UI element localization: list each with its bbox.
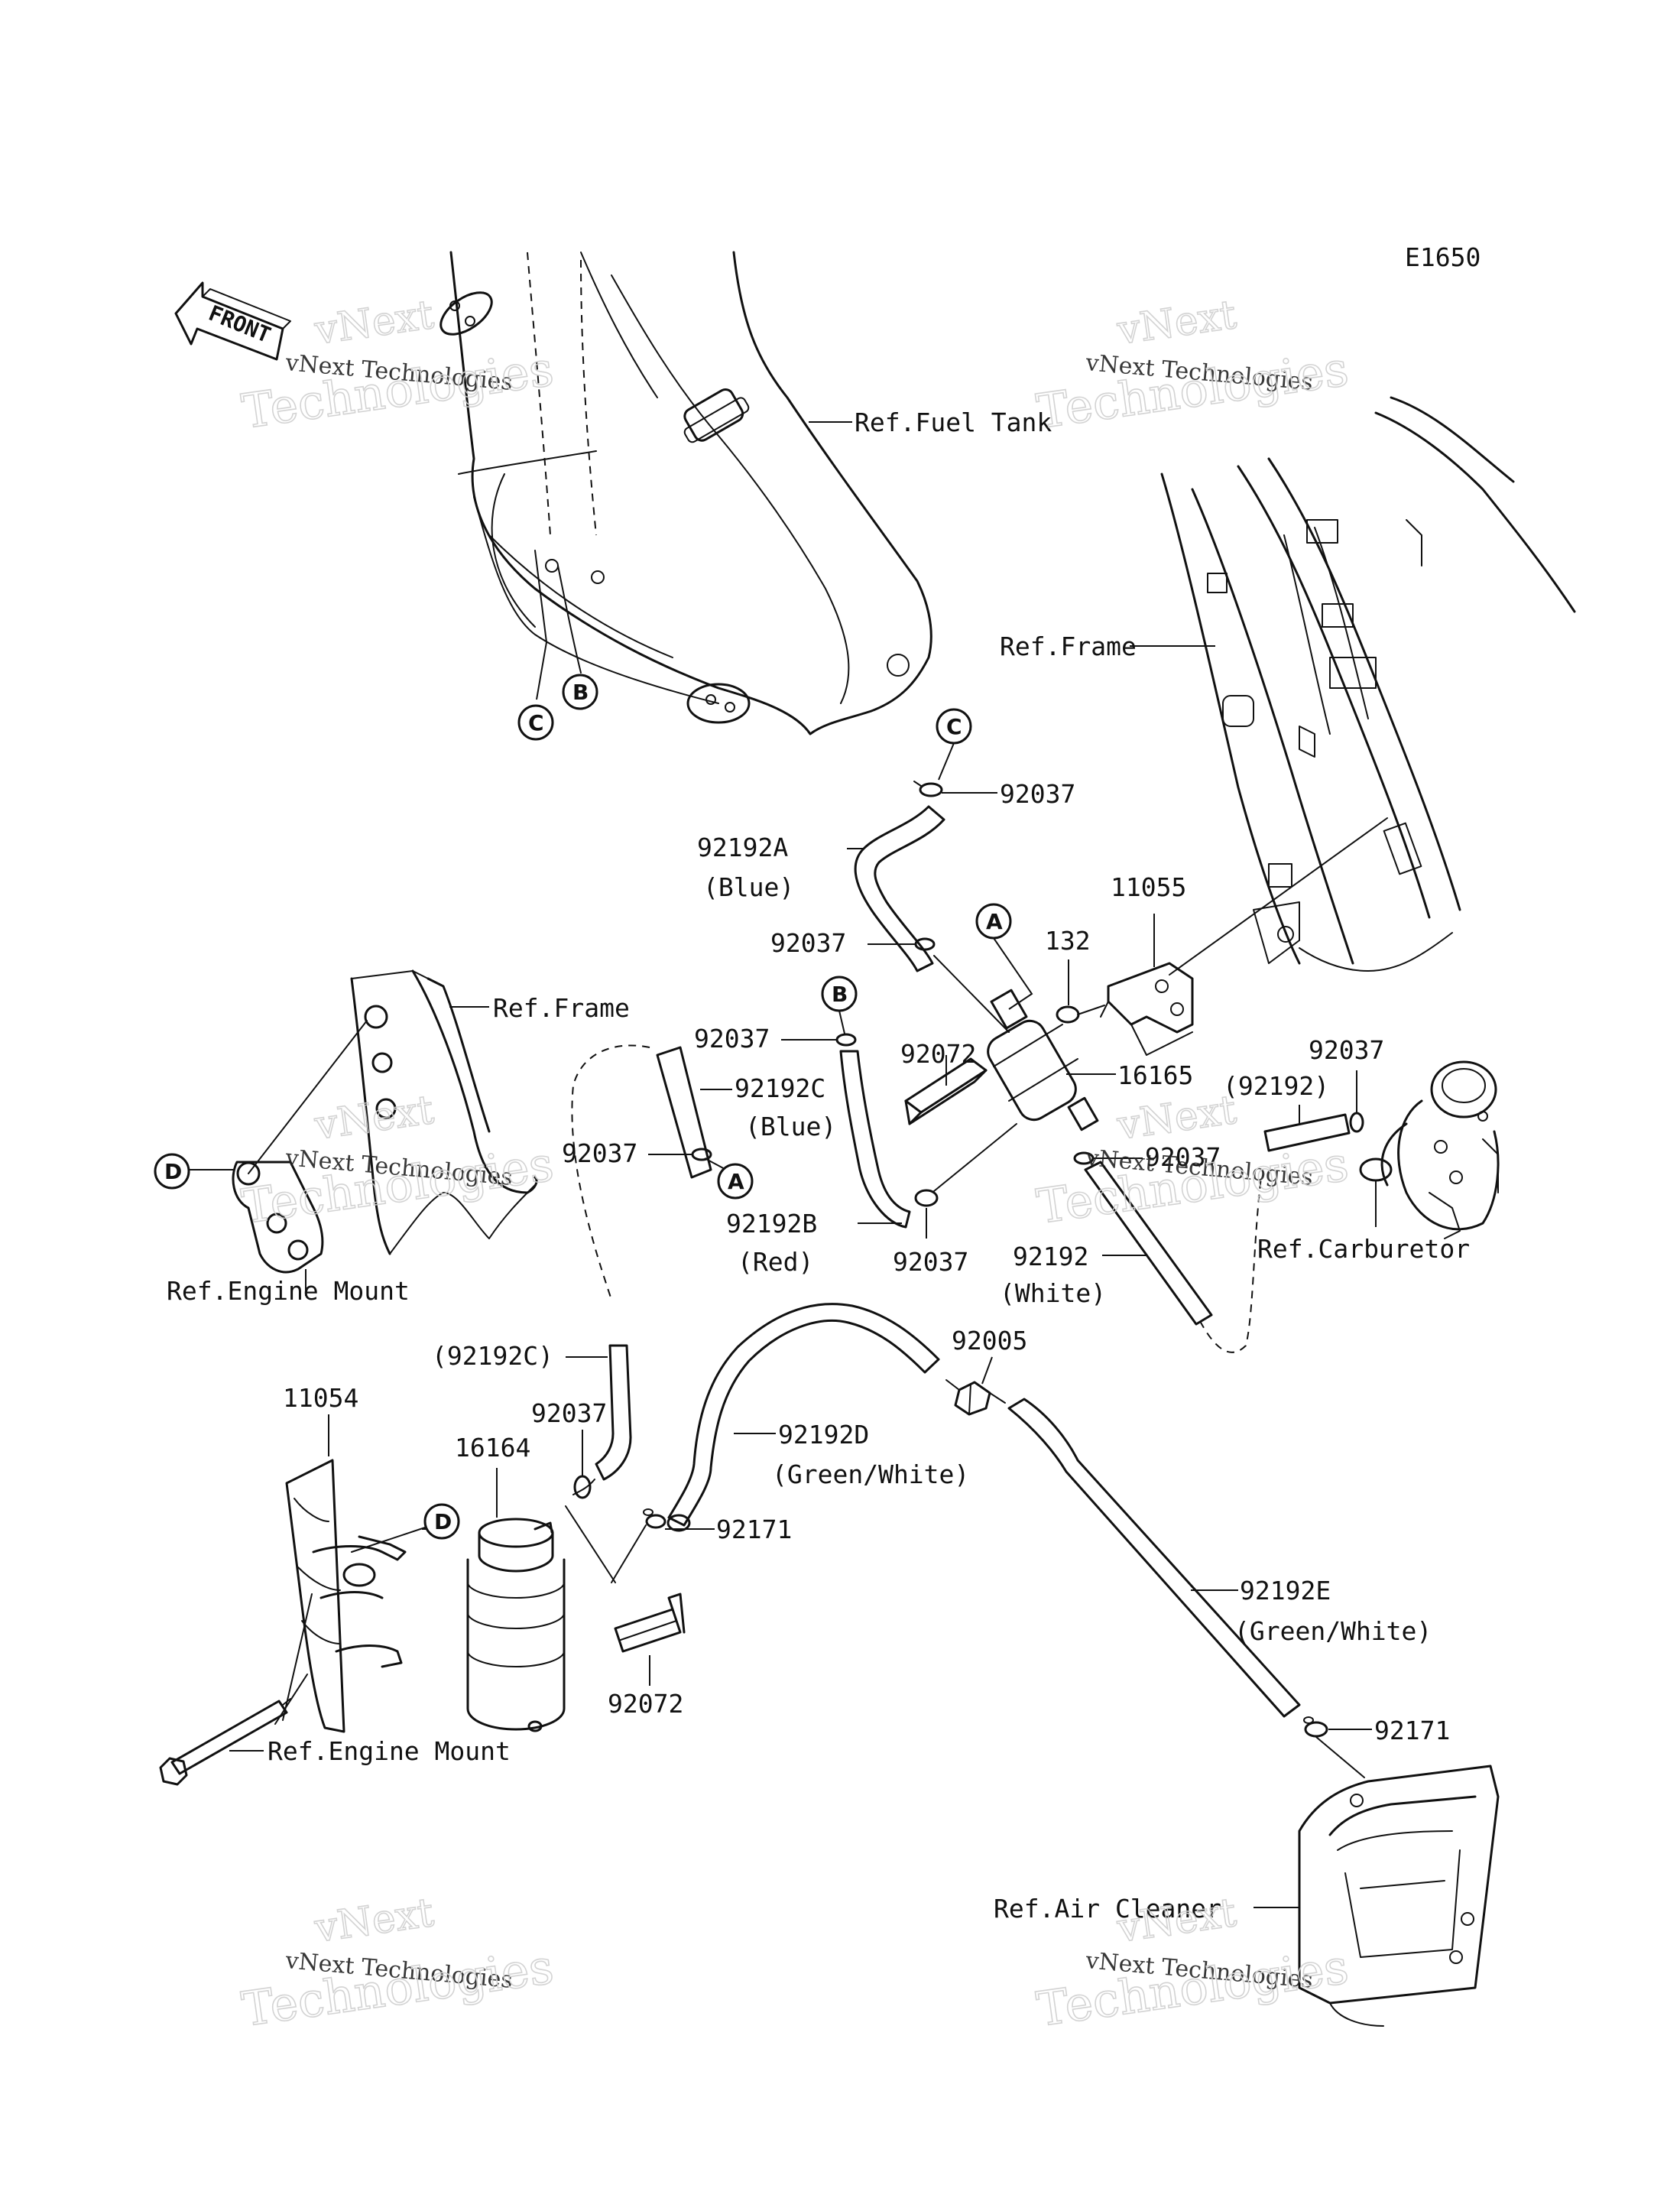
hose-92192c (656, 1046, 712, 1179)
label-92037-e: 92037 (893, 1247, 968, 1277)
label-92192-paren: (92192) (1223, 1071, 1329, 1101)
callout-d-upper-text: D (164, 1159, 182, 1184)
callout-c-tank-text: C (528, 710, 544, 735)
watermark-5: vNext vNext Technologies Technologies (238, 1889, 557, 2038)
label-92037-a: 92037 (1000, 779, 1075, 809)
label-16164: 16164 (455, 1433, 530, 1463)
clamp-92037-b (835, 1033, 857, 1047)
label-92037-c: 92037 (694, 1024, 770, 1054)
svg-text:Technologies: Technologies (1033, 1938, 1351, 2037)
label-92192d: 92192D (778, 1420, 869, 1450)
label-92192e-color: (Green/White) (1234, 1616, 1432, 1646)
label-92037-g: 92037 (1145, 1142, 1221, 1172)
label-92037-h: 92037 (531, 1398, 607, 1428)
label-ref-frame-left: Ref.Frame (493, 993, 630, 1023)
label-ref-engine-mount-lower: Ref.Engine Mount (268, 1736, 511, 1766)
label-92037-d: 92037 (562, 1138, 637, 1168)
frame-right-drawing (1160, 396, 1576, 972)
clamp-92037-f (1349, 1112, 1364, 1133)
hose-92192c-lower (595, 1344, 632, 1481)
label-11055: 11055 (1111, 872, 1186, 902)
clamp-92171-a (643, 1508, 666, 1529)
label-11054: 11054 (283, 1383, 358, 1413)
strap-92072-b (614, 1592, 686, 1653)
callout-a-filter-text: A (986, 909, 1003, 934)
label-92192c-paren: (92192C) (432, 1341, 553, 1371)
svg-text:vNext: vNext (311, 1087, 436, 1149)
label-ref-fuel-tank: Ref.Fuel Tank (855, 407, 1052, 437)
fuel-filter-16165 (987, 989, 1099, 1131)
svg-text:Technologies: Technologies (1033, 340, 1351, 439)
diagram-code: E1650 (1405, 242, 1481, 272)
label-92192: 92192 (1013, 1242, 1088, 1271)
label-92171-b: 92171 (1374, 1716, 1450, 1745)
air-cleaner-drawing (1298, 1765, 1500, 2027)
carburetor-drawing (1359, 1060, 1500, 1239)
engine-mount-bracket-upper (232, 1020, 368, 1274)
callout-b-tank (562, 674, 598, 710)
svg-text:vNext: vNext (311, 292, 436, 354)
front-arrow-icon: FRONT (174, 281, 291, 361)
callout-b-hose-text: B (832, 982, 848, 1007)
label-92192a-color: (Blue) (703, 872, 794, 902)
callout-d-lower-text: D (434, 1509, 452, 1534)
clamp-92037-e (914, 1189, 939, 1207)
label-92072-b: 92072 (608, 1689, 683, 1719)
bracket-11055 (1100, 962, 1194, 1056)
label-92005: 92005 (952, 1326, 1027, 1355)
label-92192b: 92192B (726, 1209, 817, 1239)
label-92192a: 92192A (697, 833, 788, 862)
svg-text:vNext: vNext (311, 1890, 436, 1952)
joint-92005 (945, 1379, 1006, 1416)
label-92192e: 92192E (1240, 1576, 1331, 1605)
clamp-92037-top (913, 781, 943, 797)
label-92192d-color: (Green/White) (772, 1459, 969, 1489)
callout-c-hose-text: C (946, 714, 962, 739)
strap-92072-a (904, 1057, 988, 1125)
label-132: 132 (1045, 926, 1091, 956)
hose-92192a (854, 805, 945, 972)
fuel-tank-drawing (439, 251, 932, 735)
label-92192b-color: (Red) (738, 1247, 813, 1277)
canister-16164 (466, 1518, 566, 1732)
hose-92192e (1007, 1398, 1301, 1718)
clamp-92171-b (1303, 1716, 1328, 1738)
bracket-11054 (274, 1459, 433, 1733)
hose-92192-white (1084, 1161, 1213, 1326)
label-16165: 16165 (1117, 1060, 1193, 1090)
watermark-2: vNext vNext Technologies Technologies (1033, 291, 1352, 440)
label-ref-frame-right: Ref.Frame (1000, 631, 1137, 661)
clamp-92037-h (573, 1475, 592, 1499)
watermark-4: vNext vNext Technologies Technologies (1033, 1086, 1352, 1235)
callout-a-hose-text: A (728, 1169, 744, 1194)
callout-d-lower (423, 1503, 460, 1540)
callout-b-tank-text: B (572, 680, 589, 705)
frame-left-drawing (350, 969, 538, 1255)
hose-92192d (667, 1303, 940, 1527)
callout-a-hose (717, 1163, 754, 1200)
hose-92192-carb (1263, 1113, 1351, 1152)
label-92192c-color: (Blue) (745, 1112, 836, 1141)
svg-text:vNext: vNext (1114, 292, 1239, 354)
bolt-engine-mount (159, 1698, 291, 1786)
hose-92192b (839, 1050, 911, 1229)
watermark-1: vNext vNext Technologies Technologies (238, 291, 557, 440)
label-92192c: 92192C (735, 1073, 825, 1103)
front-label: FRONT (205, 300, 274, 348)
callout-c-tank (517, 704, 554, 741)
label-ref-air-cleaner: Ref.Air Cleaner (994, 1894, 1221, 1924)
svg-text:vNext: vNext (1114, 1087, 1239, 1149)
label-92072-a: 92072 (900, 1039, 976, 1069)
label-92037-b: 92037 (770, 928, 846, 958)
label-92171-a: 92171 (716, 1515, 792, 1544)
label-ref-engine-mount-upper: Ref.Engine Mount (167, 1276, 410, 1306)
callout-d-upper (154, 1153, 190, 1190)
label-92192-color: (White) (1000, 1278, 1106, 1308)
label-ref-carburetor: Ref.Carburetor (1257, 1234, 1470, 1264)
bolt-132 (1056, 1005, 1105, 1024)
label-92037-f: 92037 (1309, 1035, 1384, 1065)
